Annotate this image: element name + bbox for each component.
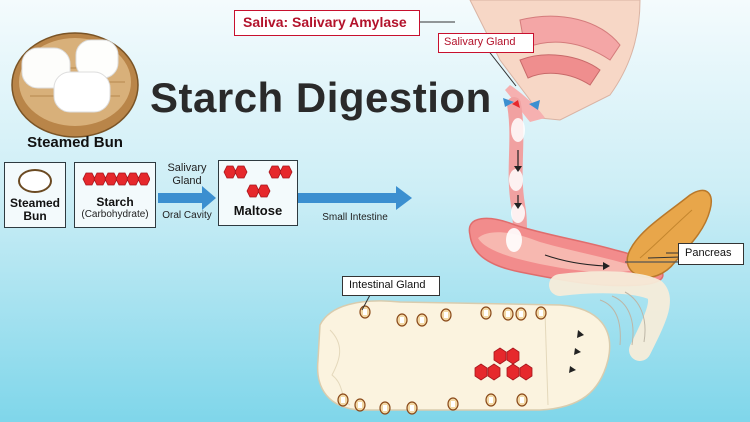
arrow2-bottom-label: Small Intestine (322, 212, 388, 223)
step1-line2: Bun (23, 209, 47, 223)
salivary-arrows (503, 98, 540, 110)
step1-line1: Steamed (9, 196, 61, 210)
step-box-maltose: Maltose (218, 160, 298, 226)
arrow1-top-line2: Gland (172, 175, 202, 187)
duodenum (549, 271, 670, 361)
maltose-hexagons (223, 165, 293, 198)
intestinal-gland-label: Intestinal Gland (342, 276, 440, 296)
salivary-gland-label: Salivary Gland (438, 33, 534, 53)
carbohydrate-label: (Carbohydrate) (81, 209, 149, 220)
maltose-label: Maltose (233, 203, 283, 218)
page-title: Starch Digestion (150, 74, 492, 121)
food-label: Steamed Bun (27, 134, 123, 151)
starch-label: Starch (96, 195, 134, 209)
bun-icon (18, 169, 52, 193)
pancreas-label: Pancreas (678, 243, 744, 265)
esophagus (507, 97, 527, 242)
step-box-steamed-bun: Steamed Bun (4, 162, 66, 228)
head-illustration (469, 0, 641, 122)
small-intestine (316, 300, 611, 411)
intestinal-gland-cores (341, 309, 543, 411)
arrow1-bottom-label: Oral Cavity (162, 210, 212, 221)
arrow1-top-label: Salivary Gland (158, 162, 216, 188)
arrow1-top-line1: Salivary (167, 162, 207, 174)
process-arrows (158, 186, 412, 210)
starch-hexagon-chain (82, 172, 150, 186)
intestine-maltose-hexagons (474, 347, 533, 381)
saliva-amylase-label: Saliva: Salivary Amylase (234, 10, 420, 36)
steamed-bun-image (11, 32, 139, 138)
step-box-starch: Starch (Carbohydrate) (74, 162, 156, 228)
